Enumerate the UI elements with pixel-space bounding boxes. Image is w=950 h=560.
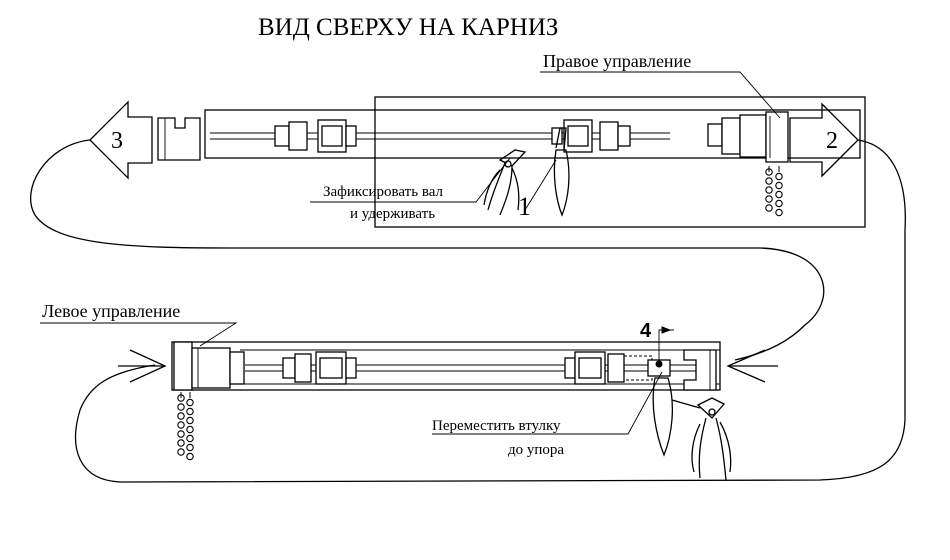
chain-bead: [177, 403, 185, 411]
chain-bead: [765, 204, 773, 212]
step-4-arrow: [658, 326, 674, 360]
bottom-right-coupling: [564, 351, 625, 385]
chain-bead: [775, 199, 783, 208]
right-control-mechanism: [707, 111, 789, 163]
pliers-top-icon: [483, 149, 527, 216]
bottom-assembly: [118, 326, 778, 481]
left-control-chain: [177, 392, 194, 461]
arrow-step-2-icon: [789, 102, 859, 178]
top-assembly: [157, 96, 866, 228]
top-key-tool: [553, 127, 570, 217]
pliers-bottom-icon: [671, 397, 732, 481]
right-control-chain: [765, 166, 783, 217]
chain-bead: [765, 177, 773, 185]
top-left-coupling: [274, 119, 357, 153]
top-end-cap-left: [157, 117, 201, 161]
bottom-left-coupling: [282, 351, 357, 385]
bottom-end-cap-right: [683, 349, 717, 391]
step-2-label: 2: [826, 128, 838, 154]
left-control-mechanism: [173, 341, 245, 391]
fix-shaft-label-line2: и удерживать: [350, 206, 435, 222]
move-sleeve-label-line2: до упора: [508, 442, 564, 458]
chain-bead: [186, 425, 194, 434]
chain-bead: [177, 430, 185, 438]
fix-shaft-label-line1: Зафиксировать вал: [323, 184, 443, 200]
arrow-step-3-icon: [89, 100, 153, 180]
chain-bead: [177, 448, 185, 456]
chain-bead: [765, 186, 773, 194]
step-3-label: 3: [111, 128, 123, 154]
chain-bead: [177, 412, 185, 420]
chain-bead: [775, 190, 783, 199]
chain-bead: [177, 439, 185, 447]
right-control-label: Правое управление: [543, 51, 691, 71]
step-1-label: 1: [518, 192, 531, 221]
chain-bead: [186, 443, 194, 452]
chain-bead: [775, 181, 783, 190]
chain-bead: [186, 407, 194, 416]
chain-bead: [186, 452, 194, 461]
chain-bead: [186, 434, 194, 443]
chain-bead: [186, 398, 194, 407]
chain-bead: [177, 421, 185, 429]
chain-bead: [186, 416, 194, 425]
left-control-label: Левое управление: [42, 301, 180, 321]
step-4-label: 4: [640, 320, 652, 342]
chain-bead: [775, 172, 783, 181]
flow-curves: [30, 139, 906, 483]
move-sleeve-label-line1: Переместить втулку: [432, 418, 561, 434]
diagram-title: ВИД СВЕРХУ НА КАРНИЗ: [258, 14, 558, 41]
chain-bead: [775, 208, 783, 217]
chain-bead: [765, 195, 773, 203]
bottom-key-tool: [652, 377, 673, 457]
